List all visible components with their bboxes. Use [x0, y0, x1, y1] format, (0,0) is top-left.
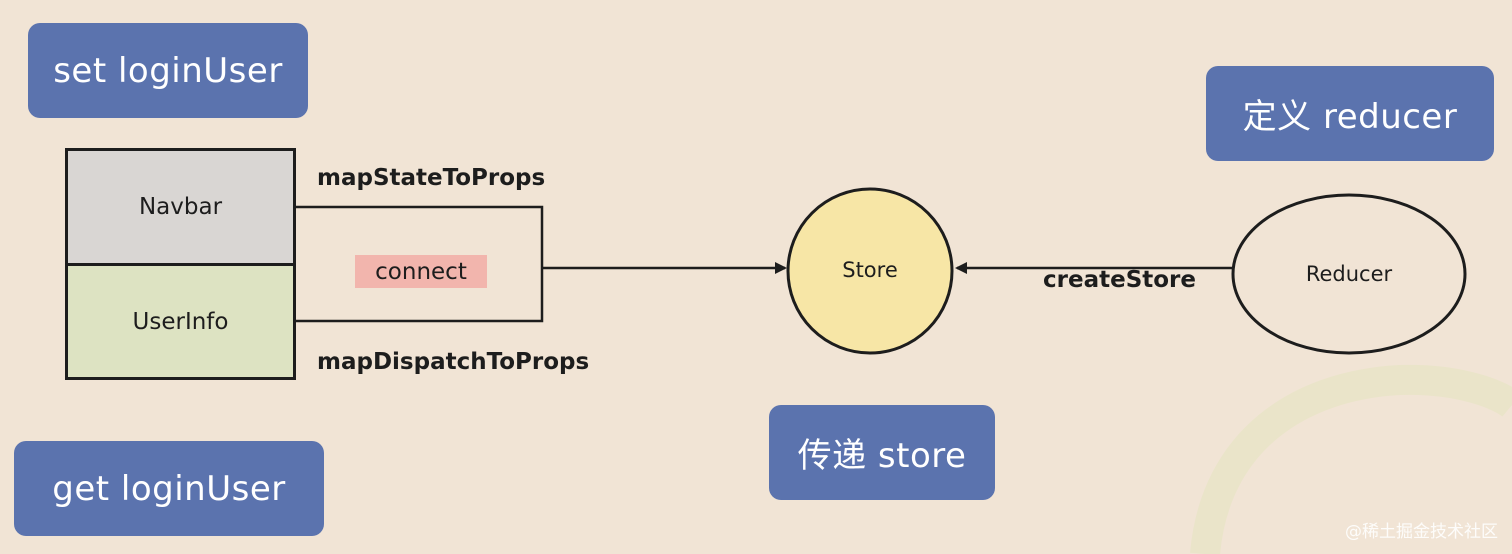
set-login-user-badge: set loginUser [28, 23, 308, 118]
navbar-label: Navbar [138, 194, 223, 220]
create-store-label: createStore [1043, 267, 1196, 293]
user-info-box: UserInfo [65, 263, 296, 380]
reducer-label: Reducer [1305, 262, 1393, 286]
get-login-user-badge: get loginUser [14, 441, 324, 536]
define-reducer-badge: 定义 reducer [1206, 66, 1494, 161]
map-dispatch-to-props-label: mapDispatchToProps [317, 349, 590, 375]
pass-store-badge: 传递 store [769, 405, 995, 500]
watermark-text: @稀土掘金技术社区 [1345, 522, 1498, 542]
reducer-node [1231, 193, 1467, 355]
bracket-line [296, 205, 544, 323]
connect-label: connect [355, 255, 487, 288]
user-info-label: UserInfo [132, 308, 229, 335]
store-node [786, 187, 954, 355]
map-state-to-props-label: mapStateToProps [317, 165, 546, 191]
store-label: Store [842, 258, 898, 282]
